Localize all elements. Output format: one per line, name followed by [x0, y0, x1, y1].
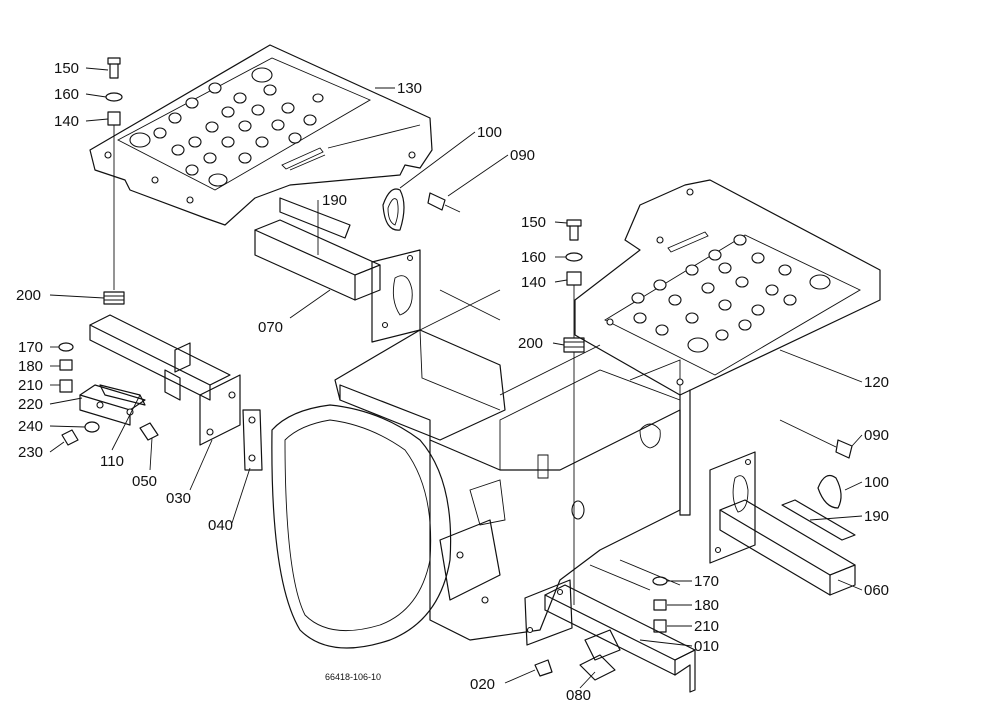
label-190-right: 190	[864, 508, 889, 525]
right-bolt-stack	[563, 219, 585, 605]
left-step-bracket	[254, 188, 461, 343]
leader-lines	[49, 67, 863, 689]
label-230: 230	[18, 444, 43, 461]
part-labels: 150 160 140 130 100 090 190 070 200 170 …	[16, 60, 889, 704]
label-140-right: 140	[521, 274, 546, 291]
label-190-top: 190	[322, 192, 347, 209]
label-160-right: 160	[521, 249, 546, 266]
label-050: 050	[132, 473, 157, 490]
label-030: 030	[166, 490, 191, 507]
label-060: 060	[864, 582, 889, 599]
label-010: 010	[694, 638, 719, 655]
left-bolt-stack	[103, 57, 125, 305]
left-plate-holes	[129, 67, 324, 187]
label-210-right: 210	[694, 618, 719, 635]
label-240: 240	[18, 418, 43, 435]
right-step-bracket	[709, 419, 856, 596]
label-080: 080	[566, 687, 591, 704]
label-200-right: 200	[518, 335, 543, 352]
label-160-left: 160	[54, 86, 79, 103]
right-step-plate	[574, 179, 881, 516]
label-130: 130	[397, 80, 422, 97]
left-step-plate	[89, 44, 433, 226]
label-070: 070	[258, 319, 283, 336]
label-100-right: 100	[864, 474, 889, 491]
engine-frame	[271, 289, 681, 649]
label-220: 220	[18, 396, 43, 413]
label-170-left: 170	[18, 339, 43, 356]
label-170-right: 170	[694, 573, 719, 590]
label-090-top: 090	[510, 147, 535, 164]
label-140-left: 140	[54, 113, 79, 130]
label-150-right: 150	[521, 214, 546, 231]
right-lower-brackets	[524, 559, 696, 693]
right-plate-holes	[631, 234, 831, 353]
label-020: 020	[470, 676, 495, 693]
label-110: 110	[100, 453, 124, 470]
label-180-right: 180	[694, 597, 719, 614]
drawing-code: 66418-106-10	[325, 672, 381, 682]
left-lower-brackets	[58, 314, 263, 471]
label-120: 120	[864, 374, 889, 391]
label-040: 040	[208, 517, 233, 534]
label-210-left: 210	[18, 377, 43, 394]
label-180-left: 180	[18, 358, 43, 375]
label-150-left: 150	[54, 60, 79, 77]
label-090-right: 090	[864, 427, 889, 444]
label-200-left: 200	[16, 287, 41, 304]
label-100-top: 100	[477, 124, 502, 141]
